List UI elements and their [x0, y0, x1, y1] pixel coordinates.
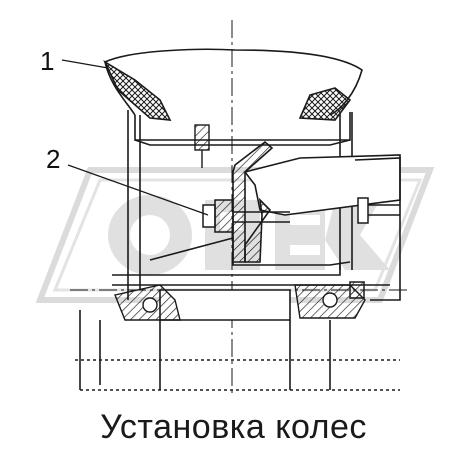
- wheel-bolt: [202, 199, 290, 233]
- callout-1-leader: [61, 59, 109, 69]
- tire: [103, 48, 363, 121]
- hub-studs: [349, 197, 400, 299]
- callout-2: 2: [46, 144, 60, 174]
- hub: [75, 157, 401, 391]
- callout-2-leader: [67, 164, 209, 216]
- bearing-left: [114, 284, 181, 321]
- bearing-right: [294, 284, 366, 319]
- tire-valve: [194, 124, 210, 168]
- figure-caption: Установка колес: [100, 408, 367, 446]
- callout-1: 1: [40, 46, 54, 76]
